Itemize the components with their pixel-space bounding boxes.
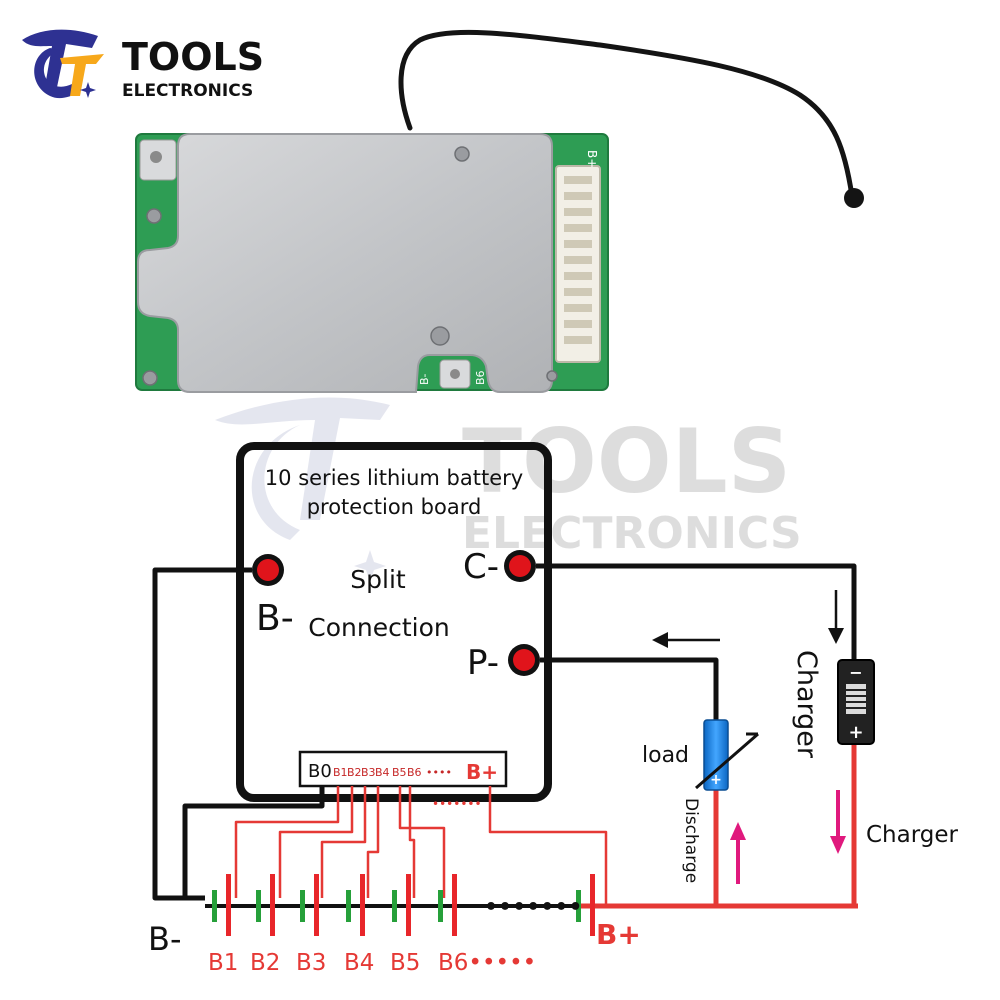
cell-chain-dots: •••••••: [484, 895, 582, 920]
charger-icon: [837, 659, 875, 745]
charge-current-arrow-icon: [830, 790, 846, 854]
watermark-sub: ELECTRONICS: [462, 508, 802, 559]
connector-pin-b3: B3: [361, 766, 376, 779]
pcb-silk-b6: B6: [474, 370, 487, 385]
discharge-direction-arrow-icon: [652, 632, 720, 648]
pcb-board: B+ B- B6: [135, 133, 609, 393]
charger-plus: +: [848, 722, 863, 743]
cell-label-b6: B6•••••: [438, 950, 536, 976]
pcb-heatsink-cover: [137, 133, 553, 393]
cell-b-plus-label: B+: [596, 918, 641, 951]
thermistor-probe: [844, 188, 864, 208]
terminal-b-minus: [252, 554, 284, 586]
connector-pin-b4: B4: [375, 766, 390, 779]
split-label: Split: [350, 565, 406, 594]
battery-cell: [346, 874, 365, 936]
terminal-c-minus: [504, 550, 536, 582]
discharge-current-arrow-icon: [730, 822, 746, 884]
connector-b0: B0: [308, 761, 332, 782]
load-label: load: [642, 743, 689, 768]
thermistor-wire: [398, 29, 855, 199]
connector-pin-b1: B1: [333, 766, 348, 779]
terminal-p-minus-label: P-: [467, 643, 499, 683]
charger-vertical-label: Charger: [791, 650, 822, 759]
watermark-name: TOOLS: [462, 410, 791, 513]
charger-side-label: Charger: [866, 822, 959, 848]
cell-label-b1: B1: [208, 950, 238, 976]
watermark: [215, 397, 390, 582]
balance-dots: •••••••: [432, 797, 482, 811]
board-title-line2: protection board: [307, 495, 482, 519]
board-title-line1: 10 series lithium battery: [265, 466, 523, 490]
connector-pin-b6: B6: [407, 766, 422, 779]
pcb-silk-b-plus: B+: [585, 150, 599, 168]
battery-cell: [212, 874, 231, 936]
pcb-screws: [142, 146, 558, 386]
brand-logo-icon: [22, 29, 104, 99]
connection-label: Connection: [308, 613, 449, 642]
load-plus: +: [710, 772, 722, 788]
battery-cell: [438, 874, 457, 936]
battery-cell: [392, 874, 411, 936]
charger-minus: −: [849, 663, 862, 682]
connector-pin-b2: B2: [347, 766, 362, 779]
terminal-b-minus-label: B-: [256, 598, 294, 639]
cell-label-b3: B3: [296, 950, 326, 976]
cell-label-b2: B2: [250, 950, 280, 976]
load-resistor-icon: [695, 719, 759, 791]
connector-b-plus: B+: [466, 760, 498, 784]
terminal-c-minus-label: C-: [463, 547, 499, 587]
brand-name: TOOLS: [122, 35, 264, 79]
battery-cell: [576, 874, 595, 936]
cell-b-minus-label: B-: [148, 920, 182, 958]
connector-dots: ••••: [426, 766, 452, 779]
cell-label-b5: B5: [390, 950, 420, 976]
battery-cell: [300, 874, 319, 936]
black-wires: [152, 563, 857, 901]
discharge-label: Discharge: [681, 798, 701, 883]
connector-pin-b5: B5: [392, 766, 407, 779]
pcb-silk-b-minus: B-: [418, 373, 431, 385]
battery-cells: [212, 874, 595, 936]
balance-connector: [298, 750, 508, 788]
cell-label-b4: B4: [344, 950, 374, 976]
battery-cell: [256, 874, 275, 936]
brand-sub: ELECTRONICS: [122, 81, 253, 101]
charger-direction-arrow-icon: [828, 590, 844, 644]
balance-wires: [234, 786, 608, 906]
terminal-p-minus: [508, 644, 540, 676]
protection-board-outline: [236, 442, 552, 802]
